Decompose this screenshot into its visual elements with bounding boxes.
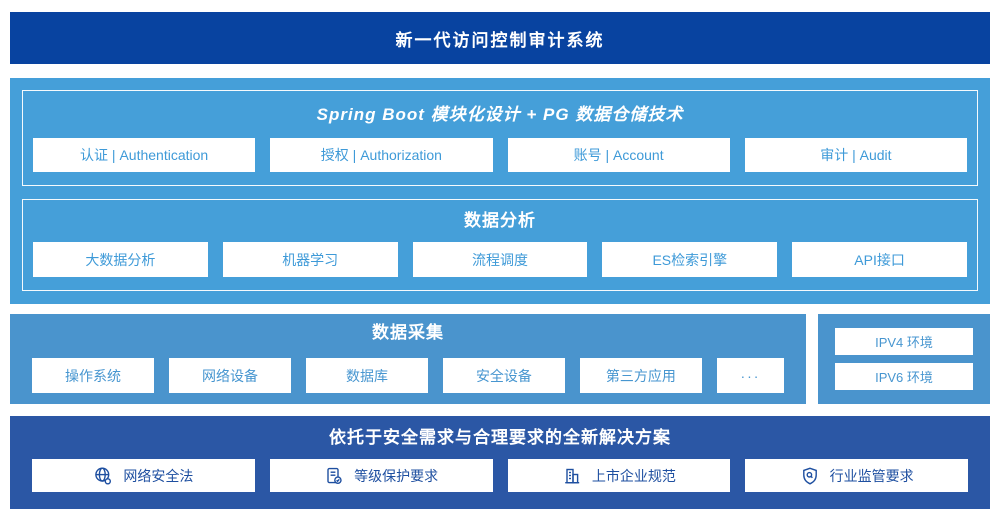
springboot-module-row: 认证 | Authentication 授权 | Authorization 账…	[33, 138, 967, 172]
source-thirdparty-app: 第三方应用	[579, 358, 702, 393]
module-api-interface: API接口	[792, 242, 967, 277]
source-database: 数据库	[305, 358, 428, 393]
module-machine-learning: 机器学习	[222, 242, 398, 277]
module-bigdata-analysis: 大数据分析	[33, 242, 208, 277]
solution-listed-company-standard: 上市企业规范	[507, 459, 731, 492]
page-title: 新一代访问控制审计系统	[395, 30, 605, 50]
source-security-device: 安全设备	[442, 358, 565, 393]
data-analysis-subsection: 数据分析 大数据分析 机器学习 流程调度 ES检索引擎 API接口	[22, 199, 978, 291]
springboot-title: Spring Boot 模块化设计 + PG 数据仓储技术	[316, 105, 684, 124]
data-collection-row: 数据采集 操作系统 网络设备 数据库 安全设备 第三方应用 ··· IPV4 环…	[10, 314, 990, 404]
solution-item-label: 上市企业规范	[591, 467, 676, 484]
springboot-subsection: Spring Boot 模块化设计 + PG 数据仓储技术 认证 | Authe…	[22, 90, 978, 186]
solution-network-security-law: 网络安全法	[32, 459, 255, 492]
solution-item-label: 行业监管要求	[829, 467, 914, 484]
solution-industry-regulation: 行业监管要求	[745, 459, 968, 492]
module-authentication: 认证 | Authentication	[33, 138, 256, 172]
source-network-device: 网络设备	[168, 358, 291, 393]
building-icon	[562, 466, 582, 486]
solution-classified-protection: 等级保护要求	[269, 459, 493, 492]
data-collection-title: 数据采集	[372, 323, 444, 342]
solution-item-label: 网络安全法	[123, 467, 194, 484]
document-check-icon	[324, 466, 344, 486]
module-process-scheduling: 流程调度	[412, 242, 588, 277]
globe-icon	[93, 466, 113, 486]
data-source-row: 操作系统 网络设备 数据库 安全设备 第三方应用 ···	[32, 358, 785, 393]
ipv6-environment: IPV6 环境	[835, 363, 973, 390]
platform-section: Spring Boot 模块化设计 + PG 数据仓储技术 认证 | Authe…	[10, 78, 990, 304]
data-collection-section: 数据采集 操作系统 网络设备 数据库 安全设备 第三方应用 ···	[10, 314, 806, 404]
module-es-search-engine: ES检索引擎	[602, 242, 778, 277]
source-ellipsis: ···	[716, 358, 785, 393]
solution-item-label: 等级保护要求	[354, 467, 439, 484]
module-audit: 审计 | Audit	[744, 138, 967, 172]
module-authorization: 授权 | Authorization	[270, 138, 493, 172]
page-title-banner: 新一代访问控制审计系统	[10, 12, 990, 64]
ipv4-environment: IPV4 环境	[835, 328, 973, 355]
data-analysis-title: 数据分析	[464, 211, 536, 230]
solution-item-row: 网络安全法 等级保护要求	[32, 459, 968, 492]
solution-section: 依托于安全需求与合理要求的全新解决方案 网络安全法	[10, 416, 990, 509]
solution-title: 依托于安全需求与合理要求的全新解决方案	[329, 428, 671, 447]
data-analysis-module-row: 大数据分析 机器学习 流程调度 ES检索引擎 API接口	[33, 242, 967, 277]
shield-search-icon	[800, 466, 820, 486]
source-operating-system: 操作系统	[32, 358, 154, 393]
ip-environment-panel: IPV4 环境 IPV6 环境	[818, 314, 990, 404]
module-account: 账号 | Account	[507, 138, 730, 172]
